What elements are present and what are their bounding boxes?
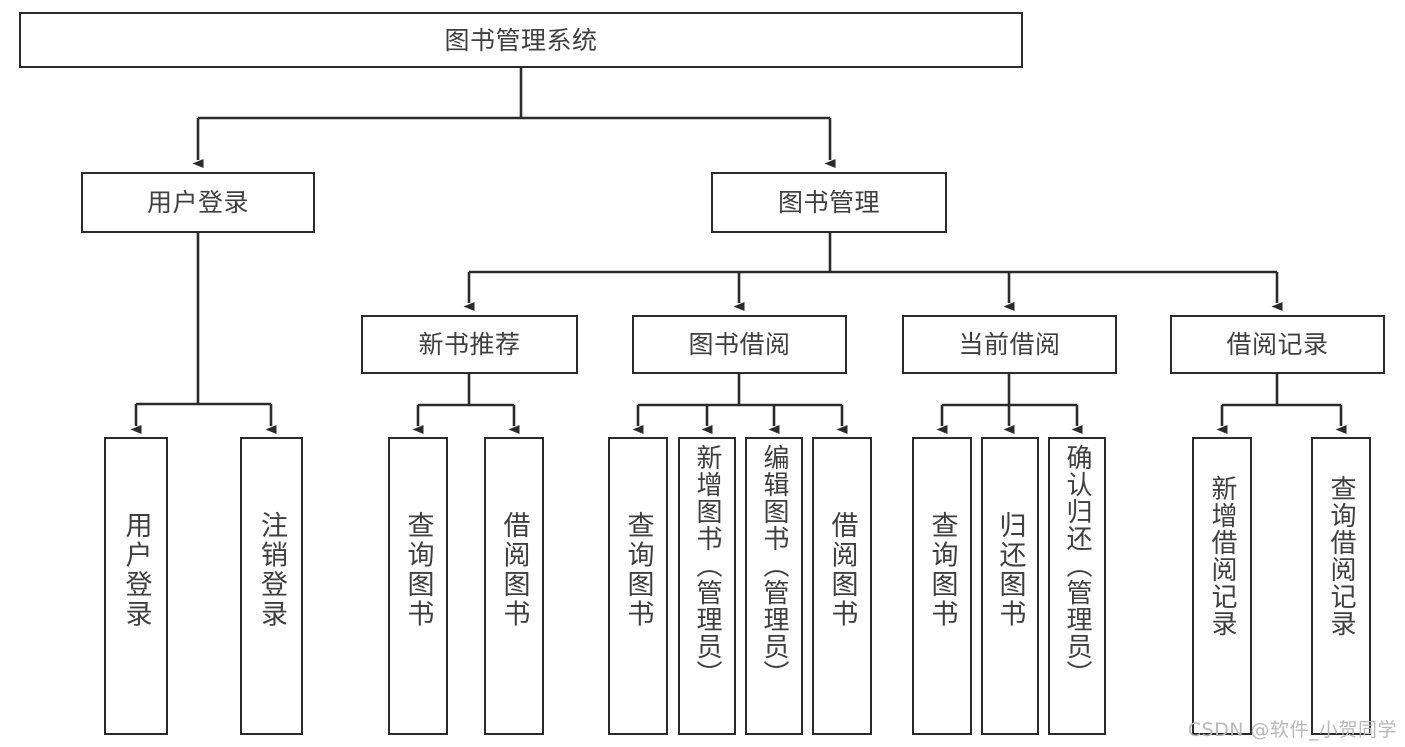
leaf-query-book-current[interactable]: 查询图书 bbox=[912, 437, 972, 735]
node-book-management[interactable]: 图书管理 bbox=[711, 172, 947, 233]
node-borrowing-records[interactable]: 借阅记录 bbox=[1170, 315, 1385, 374]
node-label: 图书管理系统 bbox=[444, 25, 598, 55]
node-label: 注销登录 bbox=[256, 511, 287, 629]
node-label: 归还图书 bbox=[994, 511, 1026, 629]
node-label: 编辑图书（管理员） bbox=[759, 444, 789, 687]
leaf-add-book-admin[interactable]: 新增图书（管理员） bbox=[678, 437, 736, 735]
node-label: 新增借阅记录 bbox=[1207, 475, 1237, 637]
node-label: 用户登录 bbox=[120, 511, 152, 629]
leaf-query-book-new-rec[interactable]: 查询图书 bbox=[388, 437, 448, 735]
leaf-add-borrow-record[interactable]: 新增借阅记录 bbox=[1192, 437, 1252, 735]
leaf-query-book-borrow[interactable]: 查询图书 bbox=[608, 437, 668, 735]
node-label: 借阅图书 bbox=[498, 511, 530, 629]
leaf-return-book[interactable]: 归还图书 bbox=[981, 437, 1039, 735]
csdn-watermark: CSDN @软件_小贺同学 bbox=[1187, 719, 1397, 741]
node-label: 查询图书 bbox=[402, 511, 434, 629]
node-label: 当前借阅 bbox=[958, 330, 1061, 359]
node-label: 查询图书 bbox=[926, 511, 958, 629]
node-label: 借阅图书 bbox=[826, 511, 858, 629]
leaf-user-login[interactable]: 用户登录 bbox=[104, 437, 168, 735]
node-label: 新增图书（管理员） bbox=[692, 444, 722, 687]
node-new-book-recommendation[interactable]: 新书推荐 bbox=[361, 315, 578, 374]
leaf-confirm-return-admin[interactable]: 确认归还（管理员） bbox=[1048, 437, 1106, 735]
node-label: 图书管理 bbox=[777, 188, 880, 217]
node-label: 新书推荐 bbox=[418, 330, 521, 359]
node-root-book-management-system[interactable]: 图书管理系统 bbox=[19, 12, 1023, 68]
node-label: 用户登录 bbox=[146, 188, 249, 217]
leaf-query-borrow-record[interactable]: 查询借阅记录 bbox=[1311, 437, 1371, 735]
node-label: 图书借阅 bbox=[688, 330, 791, 359]
node-current-borrowing[interactable]: 当前借阅 bbox=[902, 315, 1117, 374]
node-user-login[interactable]: 用户登录 bbox=[81, 172, 315, 233]
leaf-borrow-book-new-rec[interactable]: 借阅图书 bbox=[484, 437, 544, 735]
leaf-edit-book-admin[interactable]: 编辑图书（管理员） bbox=[745, 437, 803, 735]
node-label: 查询图书 bbox=[622, 511, 654, 629]
node-label: 查询借阅记录 bbox=[1326, 475, 1356, 637]
leaf-user-logout[interactable]: 注销登录 bbox=[240, 437, 303, 735]
node-label: 确认归还（管理员） bbox=[1062, 444, 1092, 687]
node-label: 借阅记录 bbox=[1226, 330, 1329, 359]
leaf-borrow-book[interactable]: 借阅图书 bbox=[812, 437, 872, 735]
node-book-borrowing[interactable]: 图书借阅 bbox=[632, 315, 847, 374]
